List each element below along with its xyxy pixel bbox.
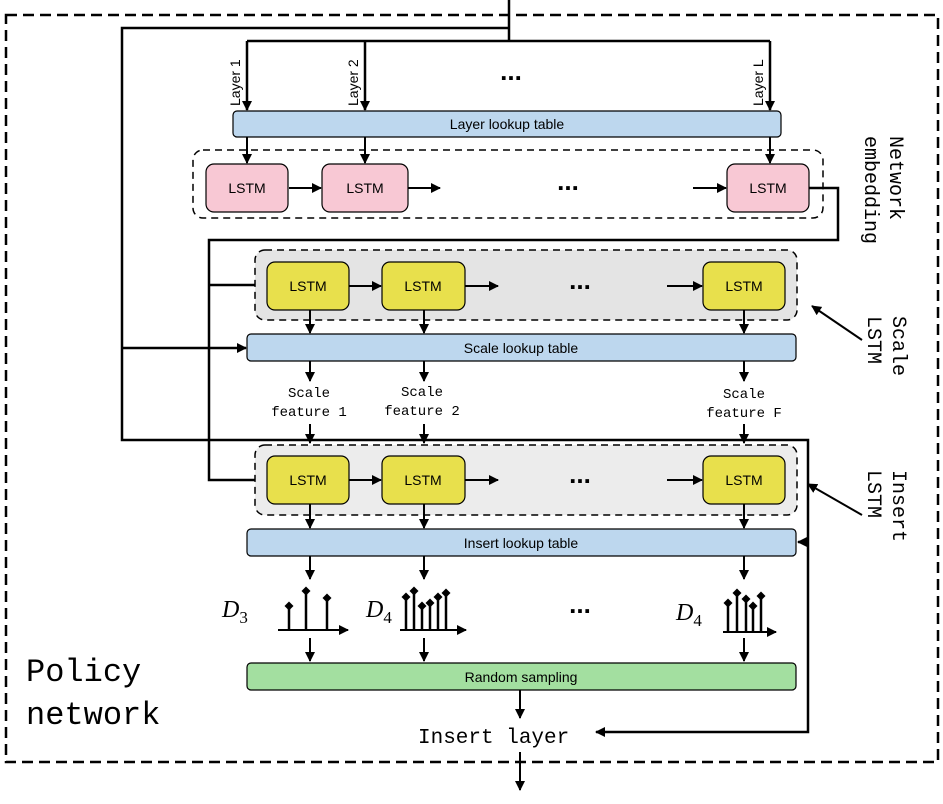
policy-network-label: Policy network xyxy=(26,654,160,734)
scale-feature-2-line1: Scale xyxy=(401,385,443,401)
distribution-wiring xyxy=(305,556,749,662)
layer-lookup-table-label: Layer lookup table xyxy=(450,116,565,132)
distribution-label-3-sub: 4 xyxy=(693,611,702,630)
scale-feature-1-line1: Scale xyxy=(288,386,330,402)
layer-inputs-ellipsis: ... xyxy=(500,56,522,86)
insert-lstm-F-label: LSTM xyxy=(725,472,762,488)
distribution-label-3-symbol: D xyxy=(675,600,693,626)
insert-lstm-1 xyxy=(266,455,350,505)
insert-ellipsis: ... xyxy=(569,459,591,489)
insert-lstm-2 xyxy=(381,455,466,505)
embedding-lstm-1-label: LSTM xyxy=(228,180,265,196)
distribution-label-1-symbol: D xyxy=(221,597,239,623)
distribution-label-3: D4 xyxy=(675,600,702,630)
insert-lstm-1-label: LSTM xyxy=(289,472,326,488)
insert-lstm-2-label: LSTM xyxy=(404,472,441,488)
random-sampling-block xyxy=(246,662,797,691)
distribution-2-marker-6 xyxy=(441,588,451,598)
distribution-label-2-symbol: D xyxy=(365,597,383,623)
embedding-lstm-1 xyxy=(205,163,289,213)
insert-lookup-table xyxy=(246,528,797,557)
distribution-3-marker-3 xyxy=(741,594,751,604)
distribution-3-marker-2 xyxy=(732,588,742,598)
scale-feature-2-line2: feature 2 xyxy=(384,404,460,420)
distribution-3-marker-5 xyxy=(756,591,766,601)
scale-lstm-label-line1: Scale xyxy=(886,316,909,376)
insert-lstm-label-line1: Insert xyxy=(886,470,909,542)
random-sampling-label: Random sampling xyxy=(465,669,578,685)
scale-lstm-label: ScaleLSTM xyxy=(861,316,909,376)
embedding-ellipsis: ... xyxy=(557,166,579,196)
embedding-lstm-L-label: LSTM xyxy=(749,180,786,196)
scale-feature-1-line2: feature 1 xyxy=(271,405,347,421)
embedding-lstm-2-label: LSTM xyxy=(346,180,383,196)
distribution-1-marker-1 xyxy=(284,601,294,611)
scale-lstm-pointer xyxy=(811,305,863,341)
distribution-label-2-sub: 4 xyxy=(383,608,392,627)
scale-feature-F-line2: feature F xyxy=(706,406,782,422)
scale-lstm-2 xyxy=(381,261,466,311)
distribution-2-marker-2 xyxy=(409,586,419,596)
network-embedding-label-line1: Network xyxy=(883,136,906,220)
scale-lstm-1-label: LSTM xyxy=(289,278,326,294)
insert-lstm-label: InsertLSTM xyxy=(861,470,909,542)
insert-lstm-label-line2: LSTM xyxy=(861,470,884,518)
network-embedding-region xyxy=(192,149,824,219)
distribution-label-1-sub: 3 xyxy=(239,608,248,627)
layer-input-label-L: Layer L xyxy=(750,59,766,106)
insert-lstm-wiring xyxy=(305,475,749,529)
distribution-label-1: D3 xyxy=(221,597,248,627)
distribution-3-marker-1 xyxy=(723,598,733,608)
network-embedding-label-line2: embedding xyxy=(858,136,881,244)
network-embedding-wiring xyxy=(242,137,775,193)
distribution-ellipsis: ... xyxy=(569,589,591,619)
insert-lookup-table-label: Insert lookup table xyxy=(464,535,579,551)
layer-input-label-2: Layer 2 xyxy=(345,59,361,106)
insert-lstm-pointer xyxy=(807,483,863,516)
scale-lstm-F-label: LSTM xyxy=(725,278,762,294)
scale-lookup-table xyxy=(246,333,797,362)
policy-network-label-line2: network xyxy=(26,697,160,734)
scale-feature-wiring xyxy=(305,361,749,444)
scale-lstm-label-line2: LSTM xyxy=(861,316,884,364)
distribution-1-marker-2 xyxy=(301,586,311,596)
distribution-2-marker-5 xyxy=(433,592,443,602)
network-embedding-label: Networkembedding xyxy=(858,136,906,244)
distribution-1-marker-3 xyxy=(322,593,332,603)
scale-lstm-wiring xyxy=(305,281,749,334)
distribution-label-2: D4 xyxy=(365,597,392,627)
distribution-plots xyxy=(278,586,777,637)
scale-feature-F-line1: Scale xyxy=(723,387,765,403)
policy-network-label-line1: Policy xyxy=(26,654,141,691)
scale-lstm-1 xyxy=(266,261,350,311)
layer-input-label-1: Layer 1 xyxy=(227,59,243,106)
input-wiring xyxy=(120,0,810,737)
scale-lstm-2-label: LSTM xyxy=(404,278,441,294)
policy-network-frame xyxy=(4,13,940,764)
distribution-2-marker-4 xyxy=(425,598,435,608)
embedding-lstm-2 xyxy=(321,163,409,213)
insert-lstm-F xyxy=(702,455,786,505)
distribution-3-marker-4 xyxy=(748,601,758,611)
distribution-2-marker-3 xyxy=(417,601,427,611)
layer-lookup-table xyxy=(232,110,782,138)
output-label: Insert layer xyxy=(418,727,569,750)
distribution-2-marker-1 xyxy=(401,592,411,602)
scale-ellipsis: ... xyxy=(569,265,591,295)
scale-lookup-table-label: Scale lookup table xyxy=(464,340,579,356)
scale-lstm-F xyxy=(702,261,786,311)
